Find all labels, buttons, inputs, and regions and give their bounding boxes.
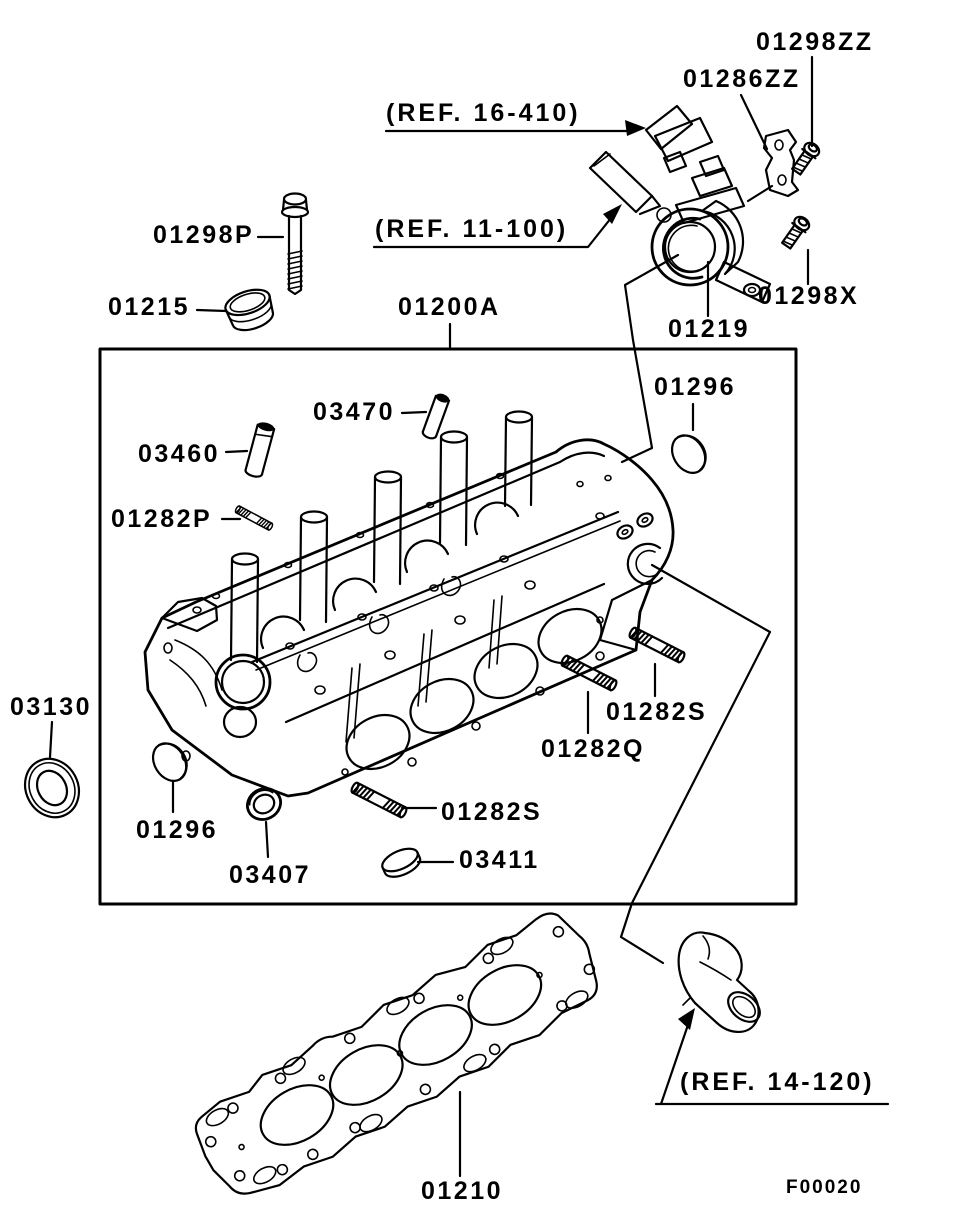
cylinder-head-drawing	[143, 410, 675, 798]
part-label-03130: 03130	[10, 693, 93, 721]
part-label-01215: 01215	[108, 293, 191, 321]
dowel-pin-drawing	[421, 393, 451, 440]
sealant-tube-drawing	[588, 150, 672, 223]
part-label-01286zz: 01286ZZ	[683, 65, 801, 93]
cap-01215-drawing	[224, 288, 275, 332]
stud-01282s-bottom-drawing	[349, 780, 409, 820]
cam-position-sensor-drawing	[650, 154, 772, 304]
part-label-01282s-bottom: 01282S	[441, 798, 543, 826]
camshaft-oil-seal-drawing	[23, 757, 81, 819]
part-label-01210: 01210	[421, 1177, 504, 1205]
valve-guide-drawing	[244, 422, 276, 478]
figure-code: F00020	[786, 1177, 863, 1198]
part-label-01219: 01219	[668, 315, 751, 343]
ref-label-14-120: (REF. 14-120)	[680, 1068, 875, 1096]
part-label-03411: 03411	[459, 846, 540, 874]
leader-lines	[48, 55, 890, 1178]
flange-bolt-drawing	[280, 192, 310, 296]
water-outlet-drawing	[677, 931, 761, 1033]
spark-plug-tubes	[229, 410, 534, 664]
semi-circular-plug-drawing	[381, 847, 422, 878]
part-label-03407: 03407	[229, 861, 312, 889]
part-label-01282s-right: 01282S	[606, 698, 708, 726]
part-label-01282q: 01282Q	[541, 735, 645, 763]
assembly-box	[98, 347, 798, 906]
part-label-01296-top: 01296	[654, 373, 737, 401]
part-label-01298p: 01298P	[153, 221, 255, 249]
part-label-01200a: 01200A	[398, 293, 501, 321]
part-label-01296-left: 01296	[136, 816, 219, 844]
sensor-bracket-drawing	[762, 128, 800, 198]
part-label-03470: 03470	[313, 398, 396, 426]
part-label-03460: 03460	[138, 440, 221, 468]
part-label-01298x: 01298X	[758, 282, 860, 310]
seal-ring-03407-drawing	[246, 787, 282, 821]
part-label-01298zz: 01298ZZ	[756, 28, 874, 56]
screw-01298x-drawing	[778, 212, 813, 252]
ref-label-16-410: (REF. 16-410)	[386, 99, 581, 127]
cup-plug-top-drawing	[664, 427, 714, 481]
camshaft-sensor-connector-drawing	[644, 104, 714, 174]
cup-plug-left-drawing	[145, 735, 195, 789]
part-label-01282p: 01282P	[111, 505, 213, 533]
head-gasket-drawing	[194, 912, 598, 1195]
ref-label-11-100: (REF. 11-100)	[375, 215, 569, 243]
